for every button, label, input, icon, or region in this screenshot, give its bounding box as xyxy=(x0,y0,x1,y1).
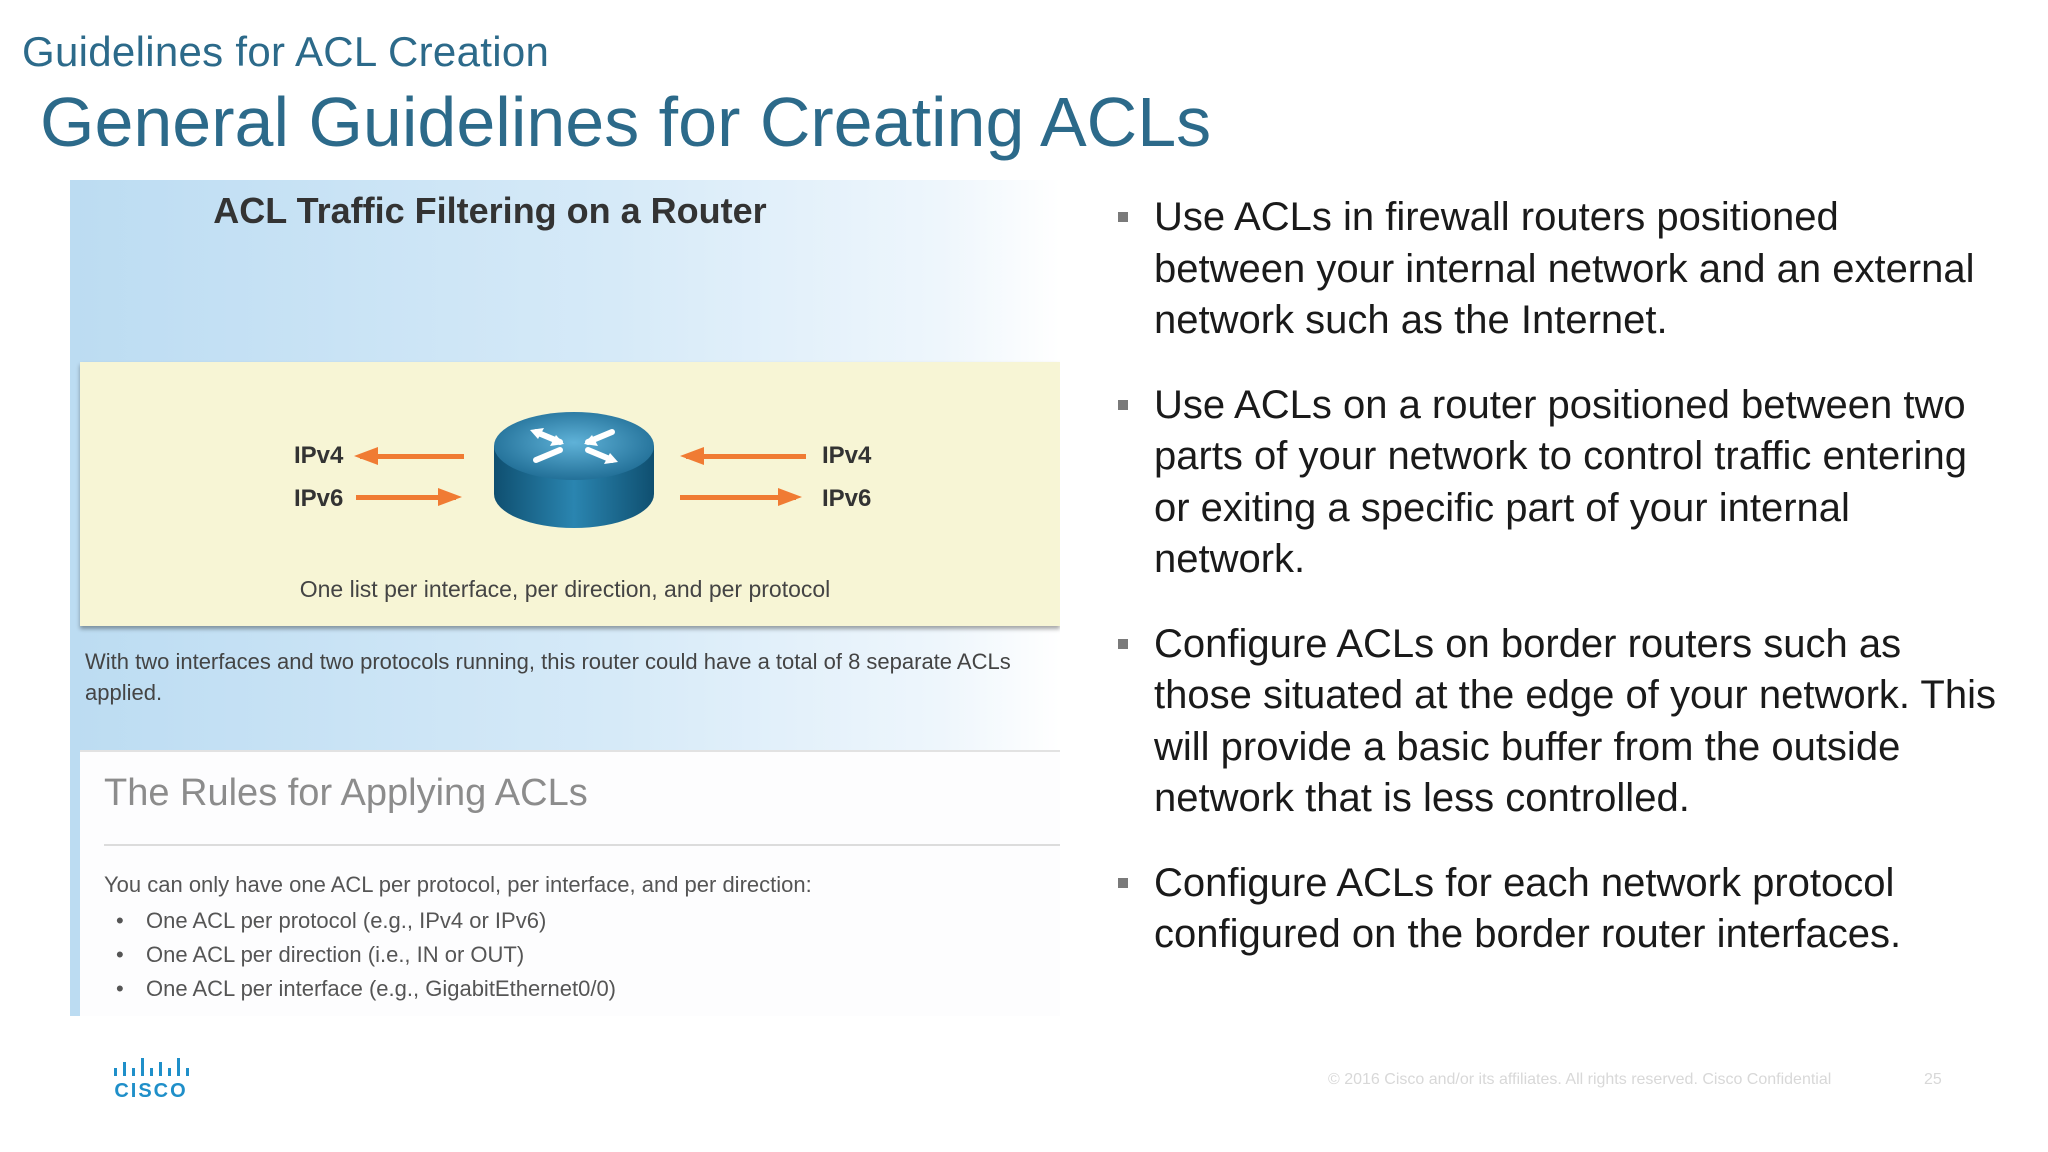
guidelines-list: Use ACLs in firewall routers positioned … xyxy=(1118,192,1998,994)
rules-list-item: •One ACL per direction (i.e., IN or OUT) xyxy=(116,942,525,967)
page-number: 25 xyxy=(1924,1071,1942,1088)
rules-list-item: •One ACL per protocol (e.g., IPv4 or IPv… xyxy=(116,908,547,933)
section-title: Guidelines for ACL Creation xyxy=(22,28,550,75)
cisco-bars-icon xyxy=(114,1058,189,1076)
router-icon xyxy=(494,412,654,528)
right-outbound-arrow xyxy=(680,488,802,506)
left-outbound-arrow xyxy=(356,488,462,506)
right-ipv4-label: IPv4 xyxy=(822,442,872,469)
rules-item-text: One ACL per direction (i.e., IN or OUT) xyxy=(146,942,525,967)
guideline-item: Use ACLs on a router positioned between … xyxy=(1118,380,1998,586)
rules-intro: You can only have one ACL per protocol, … xyxy=(104,872,812,897)
rules-item-text: One ACL per protocol (e.g., IPv4 or IPv6… xyxy=(146,908,547,933)
left-inbound-arrow xyxy=(354,447,464,465)
rules-title: The Rules for Applying ACLs xyxy=(104,772,588,814)
bullet-square-icon xyxy=(1118,399,1128,410)
footer-copyright: © 2016 Cisco and/or its affiliates. All … xyxy=(1328,1071,1832,1088)
rules-list-item: •One ACL per interface (e.g., GigabitEth… xyxy=(116,976,617,1001)
guideline-item: Use ACLs in firewall routers positioned … xyxy=(1118,192,1998,347)
left-ipv6-label: IPv6 xyxy=(294,485,344,512)
guideline-text: Use ACLs in firewall routers positioned … xyxy=(1154,195,1975,342)
guideline-item: Configure ACLs on border routers such as… xyxy=(1118,619,1998,825)
rules-item-text: One ACL per interface (e.g., GigabitEthe… xyxy=(146,976,617,1001)
acl-figure: ACL Traffic Filtering on a Router IPv4 I… xyxy=(70,180,1060,1016)
cisco-logo: CISCO xyxy=(110,1056,192,1102)
guideline-text: Configure ACLs for each network protocol… xyxy=(1154,860,1902,957)
right-inbound-arrow xyxy=(680,447,806,465)
interfaces-note: With two interfaces and two protocols ru… xyxy=(85,649,1011,705)
guideline-item: Configure ACLs for each network protocol… xyxy=(1118,858,1998,961)
rules-list: •One ACL per protocol (e.g., IPv4 or IPv… xyxy=(104,904,616,1006)
rules-panel: The Rules for Applying ACLs You can only… xyxy=(80,750,1060,1016)
bullet-square-icon xyxy=(1118,638,1128,649)
rules-divider xyxy=(104,844,1060,846)
bullet-square-icon xyxy=(1118,877,1128,888)
panel-caption: One list per interface, per direction, a… xyxy=(299,576,831,602)
bullet-square-icon xyxy=(1118,212,1128,222)
cisco-wordmark: CISCO xyxy=(114,1080,188,1102)
figure-title: ACL Traffic Filtering on a Router xyxy=(213,190,767,231)
guideline-text: Configure ACLs on border routers such as… xyxy=(1154,621,1996,821)
guideline-text: Use ACLs on a router positioned between … xyxy=(1154,382,1967,582)
router-diagram-panel: IPv4 IPv6 IPv4 IPv6 One list per interfa… xyxy=(80,362,1060,626)
slide-title: General Guidelines for Creating ACLs xyxy=(40,83,1212,161)
right-ipv6-label: IPv6 xyxy=(822,485,872,512)
left-ipv4-label: IPv4 xyxy=(294,442,344,469)
